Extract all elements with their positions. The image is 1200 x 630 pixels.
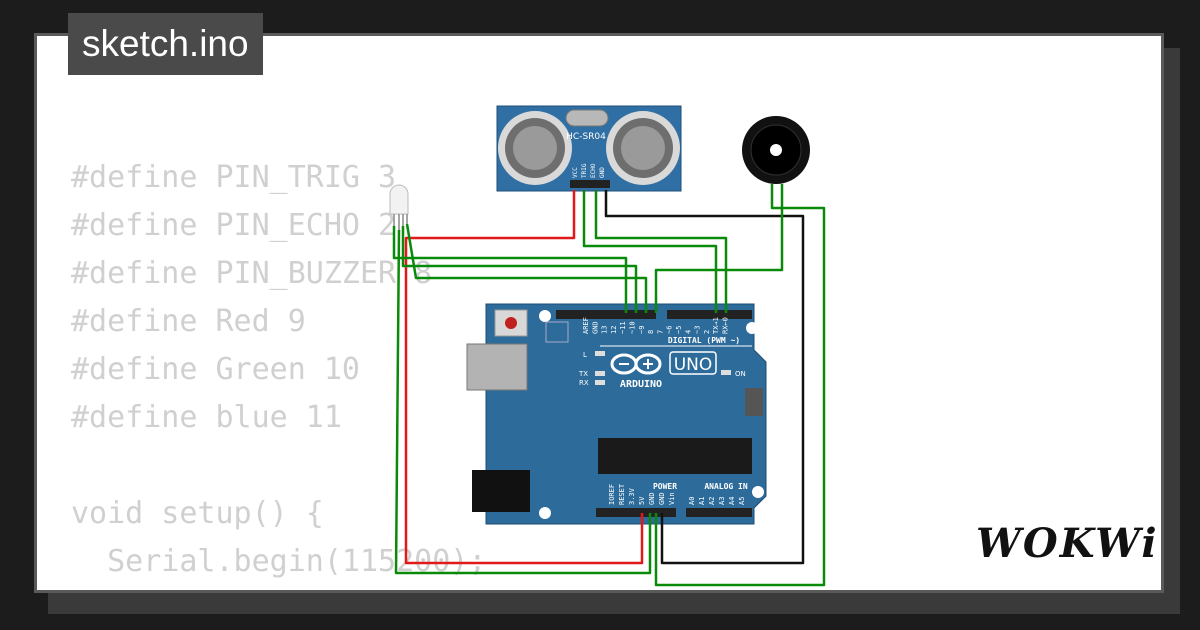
rgb-led[interactable] bbox=[389, 184, 409, 230]
code-line: #define Green 10 bbox=[71, 352, 360, 387]
wire-buzzer-signal bbox=[654, 184, 784, 313]
pin-label: ~6 bbox=[666, 326, 674, 334]
board-model: UNO bbox=[674, 355, 713, 375]
led-label-rx: RX bbox=[579, 379, 589, 387]
digital-header-label: DIGITAL (PWM ~) bbox=[668, 336, 740, 345]
code-line: void setup() { bbox=[71, 496, 324, 531]
code-line: #define blue 11 bbox=[71, 400, 342, 435]
wires bbox=[392, 184, 826, 587]
on-led-label: ON bbox=[735, 370, 746, 378]
wire-echo bbox=[594, 190, 728, 313]
wire-buzzer-gnd bbox=[654, 184, 826, 587]
wire-led-blue bbox=[405, 223, 648, 313]
arduino-logo-icon bbox=[610, 353, 662, 375]
led-label-tx: TX bbox=[578, 370, 588, 378]
pin-label: ECHO bbox=[590, 163, 597, 178]
pin-label: 13 bbox=[601, 326, 609, 334]
code-line: #define PIN_BUZZER 8 bbox=[71, 256, 433, 291]
pin-label: A1 bbox=[698, 497, 706, 505]
wire-led-common bbox=[394, 229, 652, 575]
pin-label: ~11 bbox=[619, 321, 627, 334]
pin-label: A5 bbox=[738, 497, 746, 505]
pin-label: GND bbox=[658, 492, 666, 505]
pin-label: 5V bbox=[638, 496, 646, 505]
board-brand: ARDUINO bbox=[620, 379, 662, 390]
pin-label: ~9 bbox=[638, 326, 646, 334]
code-line: #define Red 9 bbox=[71, 304, 306, 339]
pin-label: Vin bbox=[668, 492, 676, 505]
sensor-label: HC-SR04 bbox=[566, 132, 606, 142]
wire-vcc bbox=[404, 190, 644, 565]
pin-label: TX→1 bbox=[712, 317, 720, 334]
pin-label: ~10 bbox=[629, 321, 637, 334]
pin-label: A3 bbox=[718, 497, 726, 505]
pin-label: AREF bbox=[582, 317, 590, 334]
pin-label: A2 bbox=[708, 497, 716, 505]
power-jack bbox=[472, 470, 530, 512]
wire-gnd-sensor bbox=[604, 190, 805, 565]
pin-label: 8 bbox=[647, 330, 655, 334]
pin-label: VCC bbox=[572, 167, 579, 178]
pin-label: 2 bbox=[703, 330, 711, 334]
pin-label: GND bbox=[591, 321, 599, 334]
analog-header-label: ANALOG IN bbox=[704, 482, 748, 491]
code-line: #define PIN_ECHO 2 bbox=[71, 208, 397, 243]
pin-label: TRIG bbox=[581, 163, 588, 178]
power-header-label: POWER bbox=[653, 482, 677, 491]
wokwi-logo: WOKWi bbox=[976, 520, 1159, 567]
microcontroller-chip bbox=[598, 438, 752, 474]
pin-label: IOREF bbox=[608, 484, 616, 505]
code-line: #define PIN_TRIG 3 bbox=[71, 160, 397, 195]
wire-led-green bbox=[401, 226, 638, 313]
pin-label: 3.3V bbox=[628, 487, 636, 505]
wire-trig bbox=[582, 190, 718, 313]
code-editor: #define PIN_TRIG 3 #define PIN_ECHO 2 #def… bbox=[71, 154, 577, 590]
pin-label: 7 bbox=[656, 330, 664, 334]
pin-label: RX←0 bbox=[722, 317, 730, 334]
wire-led-red bbox=[392, 226, 628, 313]
buzzer[interactable] bbox=[742, 116, 810, 184]
usb-port bbox=[466, 343, 528, 391]
led-label-l: L bbox=[583, 351, 587, 359]
pin-label: A0 bbox=[688, 497, 696, 505]
pin-label: GND bbox=[599, 167, 606, 178]
file-tab[interactable]: sketch.ino bbox=[68, 13, 263, 75]
pin-label: 4 bbox=[684, 330, 692, 334]
pin-label: A4 bbox=[728, 497, 736, 505]
pin-label: RESET bbox=[618, 483, 626, 505]
pin-label: ~5 bbox=[675, 326, 683, 334]
pin-label: GND bbox=[648, 492, 656, 505]
pin-label: 12 bbox=[610, 326, 618, 334]
pin-label: ~3 bbox=[694, 326, 702, 334]
